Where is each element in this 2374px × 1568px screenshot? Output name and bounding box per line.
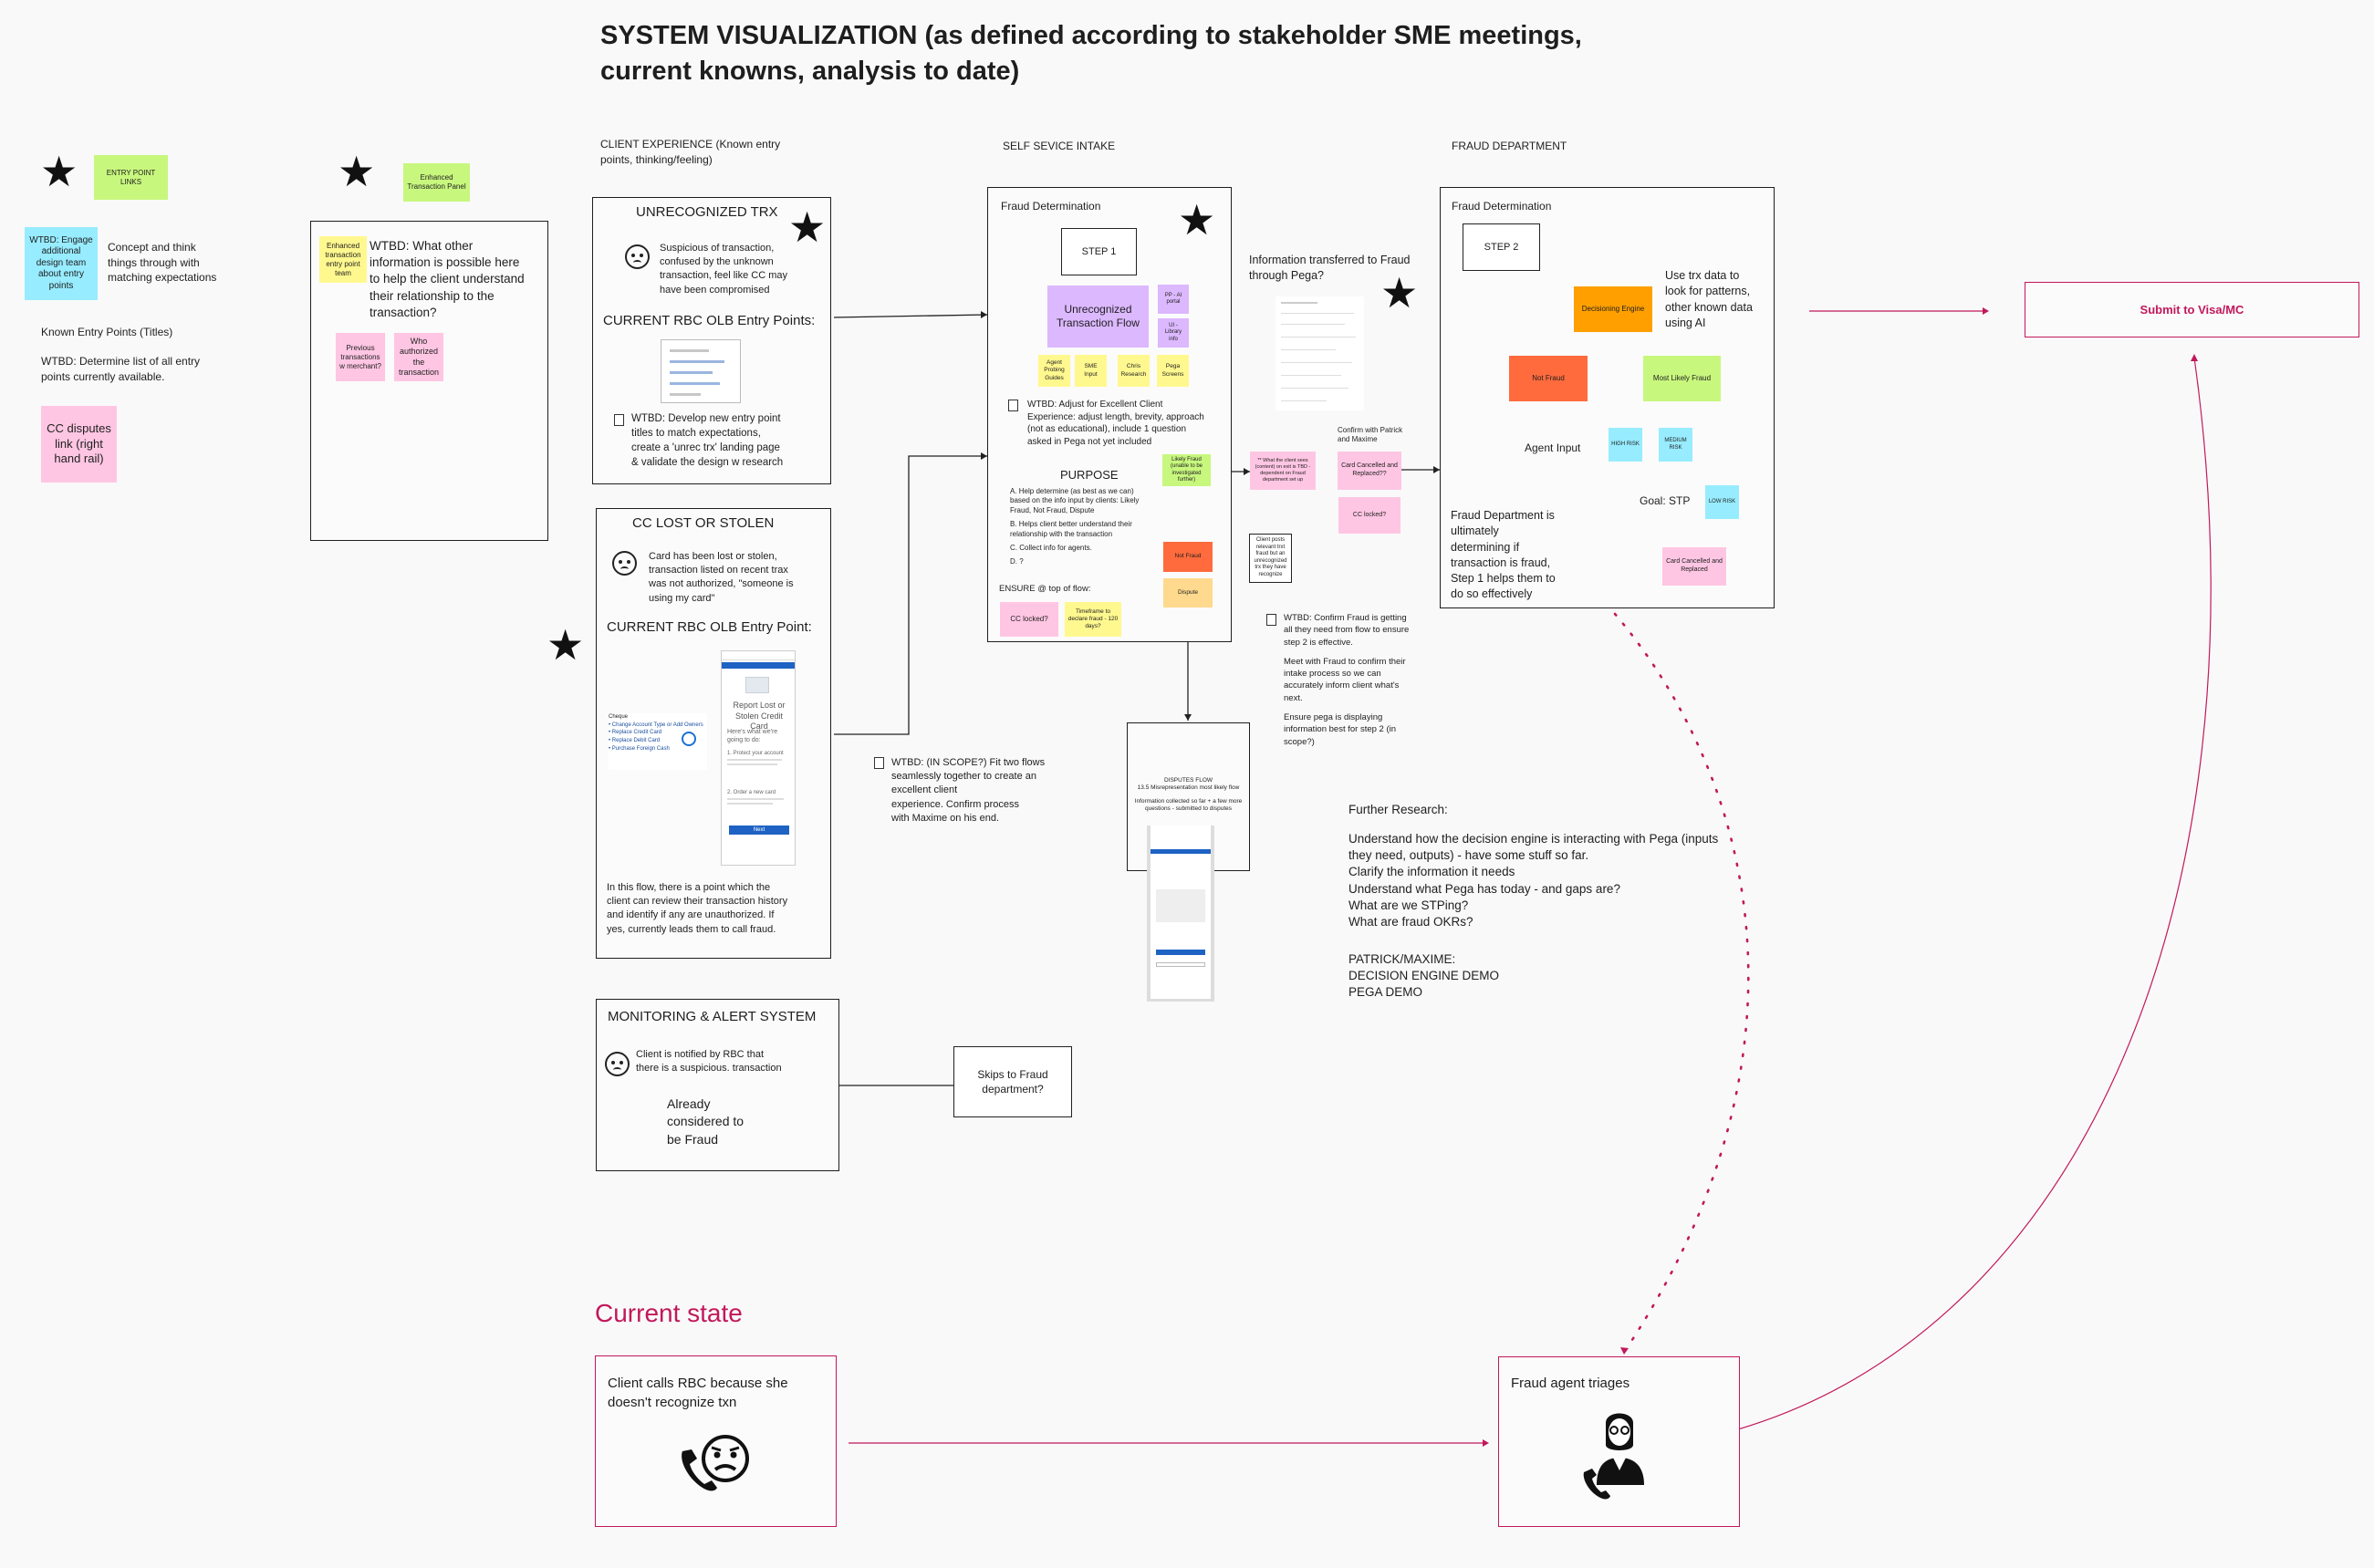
fraud-frame-title: Fraud Determination [1452,200,1552,213]
unrec-wtbd-note: WTBD: Develop new entry point titles to … [631,413,784,468]
card-graphic [745,677,769,693]
further-research-title: Further Research: [1348,803,1448,816]
entry-point-links-sticky: ENTRY POINT LINKS [94,155,168,200]
client-posts-note: Client posts relevant trxt fraud but an … [1249,534,1292,583]
lost-flow-note: In this flow, there is a point which the… [607,882,788,935]
likely-fraud-sticky: Likely Fraud (unable to be investigated … [1162,454,1211,486]
fraud-dept-note: Fraud Department is ultimately determini… [1451,509,1556,601]
step2-box: STEP 2 [1463,223,1540,271]
high-risk-sticky: HIGH RISK [1609,428,1642,462]
pega-screens-sticky: Pega Screens [1157,355,1189,387]
who-authorized-sticky: Who authorized the transaction [394,333,443,381]
star-icon: ★ [1178,196,1216,244]
phone-sad-face-icon [682,1435,749,1491]
star-icon: ★ [338,148,376,195]
trx-data-note: Use trx data to look for patterns, other… [1665,269,1753,329]
lost-stolen-screenshot: Report Lost or Stolen Credit Card Here's… [721,650,796,866]
phone-agent-icon [1583,1413,1644,1500]
star-icon: ★ [40,148,78,195]
confirm-patrick-note: Confirm with Patrick and Maxime [1338,426,1403,444]
what-client-sees-sticky: ** What the client sees (content) on exi… [1250,452,1316,490]
client-calls-card [595,1355,837,1527]
confused-face-icon [612,551,637,576]
sme-input-sticky: SME Input [1075,355,1107,387]
ensure-label: ENSURE @ top of flow: [999,584,1091,594]
enhanced-wtbd-note: WTBD: What other information is possible… [370,239,525,319]
info-transferred-note: Information transferred to Fraud through… [1249,254,1411,283]
document-icon [614,414,624,426]
goal-stp-label: Goal: STP [1640,494,1691,507]
lost-entry-point-label: CURRENT RBC OLB Entry Point: [607,619,812,635]
demos-list: PATRICK/MAXIME: DECISION ENGINE DEMO PEG… [1348,952,1500,1000]
not-fraud-sticky: Not Fraud [1163,542,1213,572]
wtbd-list-note: WTBD: Determine list of all entry points… [41,355,201,383]
confirm-fraud-note: WTBD: Confirm Fraud is getting all they … [1284,613,1410,747]
unrecognized-trx-desc: Suspicious of transaction, confused by t… [660,243,787,296]
document-icon [1266,614,1276,626]
most-likely-fraud-sticky: Most Likely Fraud [1643,356,1721,401]
not-fraud-sticky: Not Fraud [1509,356,1588,401]
ai-portal-sticky: PP - AI portal [1158,285,1189,314]
enhanced-panel-sticky: Enhanced Transaction Panel [403,163,470,202]
account-menu-screenshot: Cheque • Change Account Type or Add Owne… [609,713,707,770]
card-cancelled-sticky: Card Cancelled and Replaced?? [1338,452,1401,490]
step1-box: STEP 1 [1061,228,1137,275]
wtbd-engage-sticky: WTBD: Engage additional design team abou… [25,227,98,300]
fraud-department-header: FRAUD DEPARTMENT [1452,140,1567,152]
monitoring-desc: Client is notified by RBC that there is … [636,1049,782,1075]
agent-input-label: Agent Input [1525,441,1581,454]
fraud-agent-text: Fraud agent triages [1511,1376,1630,1391]
client-experience-header: CLIENT EXPERIENCE (Known entry points, t… [600,138,781,166]
cc-lost-desc: Card has been lost or stolen, transactio… [649,551,794,604]
disputes-screenshot [1147,826,1214,1002]
submit-visa-mc-box: Submit to Visa/MC [2025,282,2359,337]
agent-probing-sticky: Agent Probing Guides [1038,355,1070,387]
monitoring-title: MONITORING & ALERT SYSTEM [608,1009,817,1024]
disputes-flow-text: DISPUTES FLOW 13.5 Misrepresentation mos… [1134,777,1243,813]
document-icon [874,757,884,769]
skips-to-fraud-box: Skips to Fraud department? [953,1046,1072,1117]
previous-transactions-sticky: Previous transactions w merchant? [336,333,385,381]
monitoring-frame [596,999,839,1171]
purpose-heading: PURPOSE [1060,468,1119,482]
timeframe-sticky: Timeframe to declare fraud - 120 days? [1065,602,1121,637]
cc-locked-2-sticky: CC locked? [1338,497,1400,534]
unrec-flow-sticky: Unrecognized Transaction Flow [1047,286,1149,348]
unrec-entry-points-label: CURRENT RBC OLB Entry Points: [603,313,816,328]
chris-research-sticky: Chris Research [1118,355,1150,387]
known-entry-points-label: Known Entry Points (Titles) [41,326,173,338]
document-icon [1008,400,1018,411]
self-service-header: SELF SEVICE INTAKE [1003,140,1116,152]
further-research-list: Understand how the decision engine is in… [1348,832,1719,929]
page-title: SYSTEM VISUALIZATION (as defined accordi… [600,21,1582,86]
confused-face-icon [605,1052,630,1076]
medium-risk-sticky: MEDIUM RISK [1659,428,1692,462]
cc-lost-stolen-title: CC LOST OR STOLEN [632,515,775,531]
unrec-entry-screenshot [661,339,741,403]
client-calls-text: Client calls RBC because she doesn't rec… [608,1376,788,1410]
cc-locked-sticky: CC locked? [1000,602,1058,637]
star-icon: ★ [547,621,585,669]
star-icon: ★ [1380,269,1419,317]
library-info-sticky: UI - Library info [1158,318,1189,348]
next-button[interactable]: Next [729,826,789,835]
in-scope-note: WTBD: (IN SCOPE?) Fit two flows seamless… [891,757,1046,824]
already-fraud-note: Already considered to be Fraud [667,1096,744,1147]
confused-face-icon [625,244,650,269]
decisioning-engine-sticky: Decisioning Engine [1574,286,1652,332]
excellent-experience-note: WTBD: Adjust for Excellent Client Experi… [1027,400,1204,447]
card-cancelled-replaced-sticky: Card Cancelled and Replaced [1662,547,1726,586]
enhanced-entry-team-sticky: Enhanced transaction entry point team [319,236,367,283]
star-icon: ★ [788,203,827,251]
self-service-frame-title: Fraud Determination [1001,200,1101,213]
current-state-label: Current state [595,1299,743,1327]
pega-screen-mockup [1276,296,1364,410]
dispute-sticky: Dispute [1163,578,1213,607]
concept-note: Concept and think things through with ma… [108,241,217,285]
highlight-circle-icon [682,732,696,746]
low-risk-sticky: LOW RISK [1705,485,1739,519]
purpose-list: A. Help determine (as best as we can) ba… [1010,487,1140,566]
cc-disputes-sticky: CC disputes link (right hand rail) [41,406,117,483]
unrecognized-trx-title: UNRECOGNIZED TRX [636,204,778,220]
